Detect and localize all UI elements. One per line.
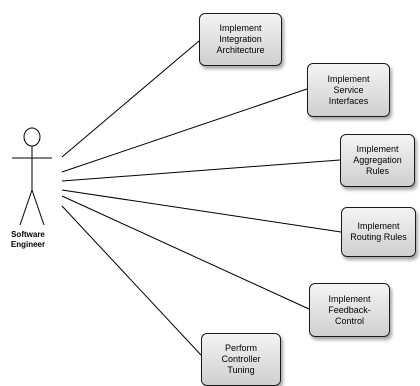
actor-name-line2: Engineer [10,240,46,249]
use-case-line: Architecture [216,45,265,55]
use-case-line: Aggregation [353,155,402,165]
actor-left-leg [19,189,33,226]
use-case-line: Control [334,315,364,326]
use-case-implement-service-interfaces[interactable]: Implement Service Interfaces [307,63,390,117]
use-case-line: Routing Rules [350,232,407,242]
association-line-integration [61,40,200,158]
association-line-aggregation [61,159,341,182]
actor-figure [12,127,52,226]
association-line-service [61,88,308,173]
use-case-line: Tuning [227,365,255,375]
use-case-implement-feedback-control[interactable]: Implement Feedback- Control [309,283,390,337]
association-line-feedback [61,195,310,310]
actor-right-leg [31,189,45,226]
use-case-perform-controller-tuning[interactable]: Perform Controller Tuning [201,333,281,386]
use-case-implement-aggregation-rules[interactable]: Implement Aggregation Rules [340,134,415,187]
use-case-line: Feedback- [328,304,371,315]
use-case-line: Rules [365,166,389,176]
association-line-tuning [61,205,202,356]
use-case-line: Service [333,84,364,95]
use-case-line: Interfaces [328,95,369,106]
use-case-line: Controller [221,354,261,364]
use-case-line: Perform [224,343,257,353]
use-case-implement-integration-architecture[interactable]: Implement Integration Architecture [199,13,282,66]
use-case-line: Implement [327,73,370,84]
actor-label: Software Engineer [2,230,54,250]
use-case-line: Integration [219,34,262,44]
association-lines [61,40,342,356]
use-case-line: Implement [356,144,399,154]
use-case-implement-routing-rules[interactable]: Implement Routing Rules [341,207,416,257]
actor-name-line1: Software [11,230,45,239]
use-case-line: Implement [357,221,400,231]
association-line-routing [61,189,342,233]
use-case-line: Implement [328,293,371,304]
use-case-line: Implement [219,23,262,33]
actor-head [23,127,41,147]
